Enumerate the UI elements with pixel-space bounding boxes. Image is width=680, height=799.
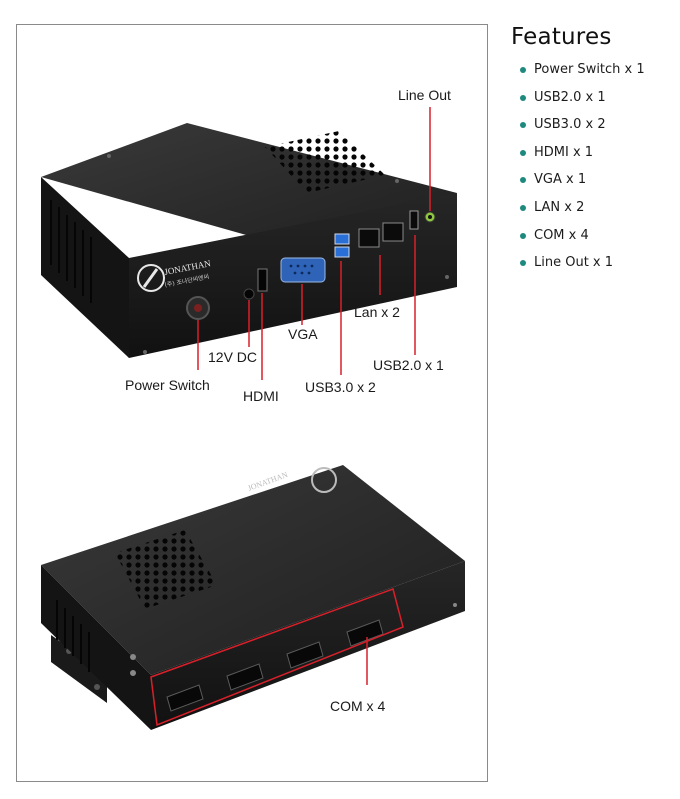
bullet-dot-icon <box>520 149 526 156</box>
rear-view-device: JONATHAN <box>41 465 465 730</box>
feature-label: LAN x 2 <box>534 199 585 215</box>
dc-jack-icon <box>243 288 255 300</box>
feature-item: VGA x 1 <box>520 166 676 194</box>
label-lan: Lan x 2 <box>354 304 400 320</box>
chassis-side-rear <box>41 565 151 730</box>
bullet-dot-icon <box>520 260 526 267</box>
vent-grille-rear-icon <box>115 530 217 609</box>
vga-port-icon <box>280 257 326 283</box>
bullet-dot-icon <box>520 204 526 211</box>
bullet-dot-icon <box>520 232 526 239</box>
com-port-icon <box>166 619 384 712</box>
feature-item: COM x 4 <box>520 222 676 250</box>
label-12v-dc: 12V DC <box>208 349 257 365</box>
feature-label: HDMI x 1 <box>534 144 594 160</box>
lan-port-icon <box>358 228 380 248</box>
product-photos: JONATHAN (주) 조나단씨엔씨 <box>41 87 465 730</box>
feature-item: Power Switch x 1 <box>520 56 676 84</box>
product-photo-frame: JONATHAN (주) 조나단씨엔씨 <box>16 24 488 782</box>
label-vga: VGA <box>288 326 318 342</box>
feature-label: VGA x 1 <box>534 172 587 188</box>
features-title: Features <box>511 24 612 50</box>
com-highlight-box <box>150 588 404 727</box>
bullet-dot-icon <box>520 94 526 101</box>
feature-item: USB3.0 x 2 <box>520 111 676 139</box>
feature-item: Line Out x 1 <box>520 249 676 277</box>
label-hdmi: HDMI <box>243 388 279 404</box>
hdmi-port-icon <box>257 268 268 292</box>
label-com: COM x 4 <box>330 698 385 714</box>
vent-grille-icon <box>265 131 385 193</box>
feature-label: Power Switch x 1 <box>534 62 645 77</box>
feature-item: LAN x 2 <box>520 194 676 222</box>
front-view-device: JONATHAN (주) 조나단씨엔씨 <box>41 123 457 358</box>
chassis-top-rear <box>41 465 465 675</box>
label-usb30: USB3.0 x 2 <box>305 379 376 395</box>
bullet-dot-icon <box>520 122 526 129</box>
features-list: Power Switch x 1 USB2.0 x 1 USB3.0 x 2 H… <box>511 56 676 277</box>
bullet-dot-icon <box>520 67 526 73</box>
usb2-port-icon <box>409 210 419 230</box>
chassis-front-rear <box>151 561 465 730</box>
feature-label: USB3.0 x 2 <box>534 117 606 133</box>
mounting-bracket-left-rear <box>51 635 107 703</box>
feature-item: HDMI x 1 <box>520 139 676 167</box>
chassis-side <box>41 177 129 358</box>
feature-label: COM x 4 <box>534 227 589 243</box>
feature-item: USB2.0 x 1 <box>520 84 676 112</box>
feature-label: USB2.0 x 1 <box>534 89 606 105</box>
bullet-dot-icon <box>520 177 526 184</box>
callout-lines <box>197 107 431 380</box>
label-power-switch: Power Switch <box>125 377 210 393</box>
usb3-port-icon <box>334 233 350 245</box>
label-usb20: USB2.0 x 1 <box>373 357 444 373</box>
features-panel: Features Power Switch x 1 USB2.0 x 1 USB… <box>511 24 676 277</box>
feature-label: Line Out x 1 <box>534 255 614 271</box>
label-line-out: Line Out <box>398 87 451 103</box>
